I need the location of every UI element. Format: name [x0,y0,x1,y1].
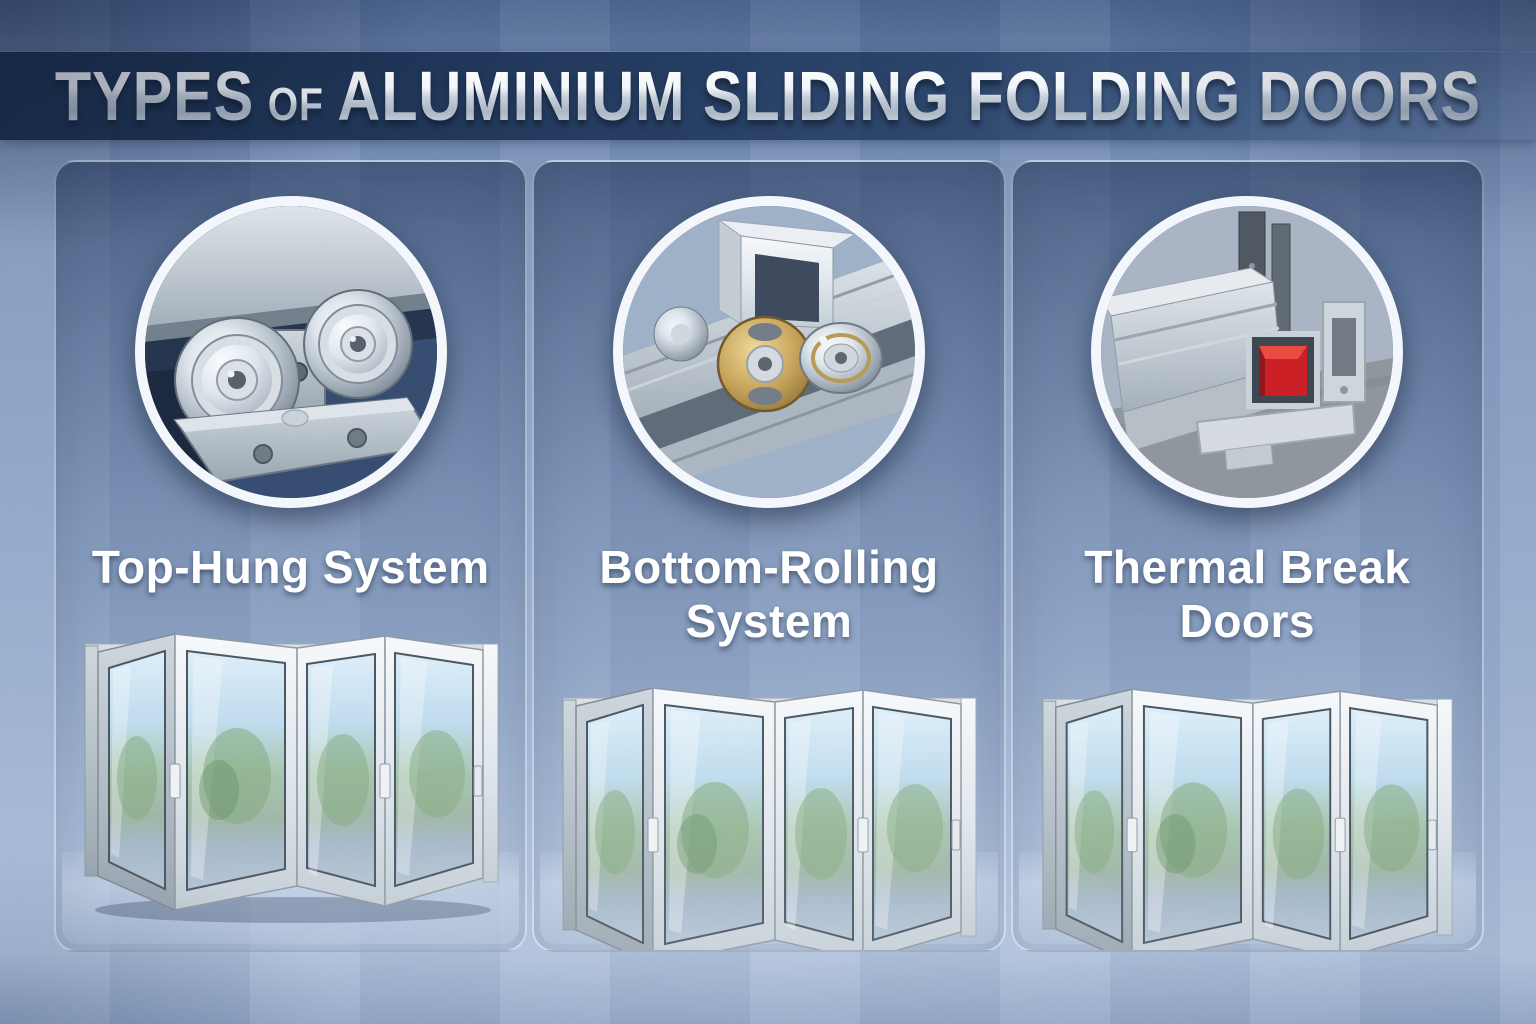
title-word-lead: TYPES [54,57,255,135]
top-hung-roller-icon [144,206,437,498]
panel-label: Thermal Break Doors [1084,541,1411,647]
thermal-break-profile-icon [1101,206,1394,498]
panel-thermal-break-doors: Thermal Break Doors [1010,160,1484,952]
panel-label: Bottom-Rolling System [599,541,939,647]
bifold-door-illustration [549,672,989,952]
panel-top-hung-system: Top-Hung System [54,160,528,952]
top-hung-detail-photo [134,196,447,508]
bottom-rolling-detail-photo [612,196,925,508]
panel-label: Top-Hung System [91,541,490,593]
bottom-rolling-track-icon [622,206,915,498]
panel-row: Top-Hung System [54,160,1484,952]
thermal-break-detail-photo [1091,196,1404,508]
title-word-connector: OF [267,78,324,130]
panel-bottom-rolling-system: Bottom-Rolling System [532,160,1006,952]
page-title: TYPES OF ALUMINIUM SLIDING FOLDING DOORS [0,50,1536,142]
bifold-door-illustration [1029,672,1465,952]
title-word-rest: ALUMINIUM SLIDING FOLDING DOORS [337,57,1482,135]
bifold-door-illustration [71,618,511,928]
